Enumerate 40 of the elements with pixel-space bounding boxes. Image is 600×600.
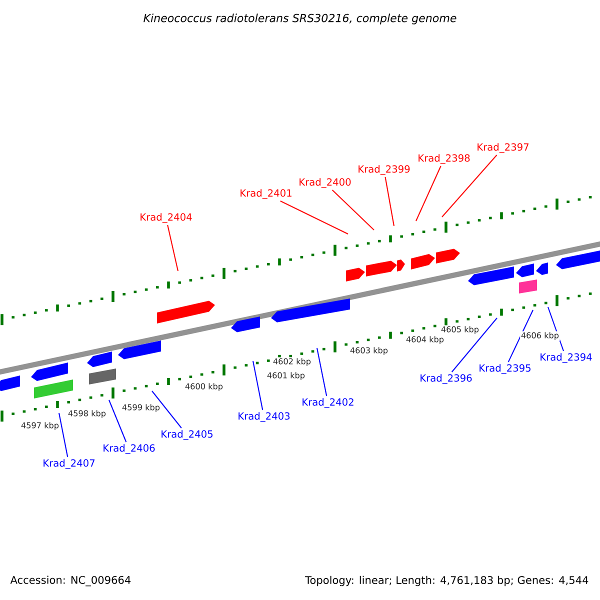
gene-label: Krad_2396 [420,374,472,384]
gene-label: Krad_2404 [140,213,192,223]
leader-line [384,176,395,226]
gene-label: Krad_2399 [358,165,410,175]
scale-label: 4604 kbp [405,335,445,345]
gene-label: Krad_2405 [162,430,212,440]
gene-label: Krad_2398 [418,154,470,164]
scale-label: 4605 kbp [440,325,480,335]
scale-label: 4600 kbp [184,382,224,392]
gene-label: Krad_2407 [44,459,95,469]
leader-line [252,360,264,410]
scale-label: 4597 kbp [20,421,60,431]
leader-line [280,200,348,234]
scale-label: 4598 kbp [67,409,107,419]
footer-text: Topology: linear; Length: 4,761,183 bp; Genes: 4,544 [305,576,588,586]
scale-label: 4602 kbp [272,357,312,367]
gene-label: Krad_2400 [300,178,351,188]
leader-line [316,348,328,396]
leader-line [152,390,182,428]
gene-label: Krad_2401 [240,189,292,199]
leader-line [167,224,179,272]
gene-label: Krad_2406 [104,444,155,454]
scale-label: 4599 kbp [121,403,161,413]
footer-text: Accession: NC_009664 [10,576,131,586]
scale-label: 4601 kbp [266,371,306,381]
gene-label: Krad_2402 [302,398,354,408]
leader-line [108,400,127,442]
title: Kineococcus radiotolerans SRS30216, complete genome [144,14,456,24]
gene-label: Krad_2394 [540,353,592,363]
leader-line [451,318,498,372]
leader-line [508,310,534,362]
leader-line [332,190,374,230]
leader-line [58,412,68,458]
gene-label: Krad_2395 [480,364,530,374]
gene-label: Krad_2403 [238,412,290,422]
scale-label: 4606 kbp [520,331,560,341]
gene-label: Krad_2397 [478,143,529,153]
leader-line [416,166,442,222]
scale-label: 4603 kbp [349,346,389,356]
leader-line [442,154,498,218]
